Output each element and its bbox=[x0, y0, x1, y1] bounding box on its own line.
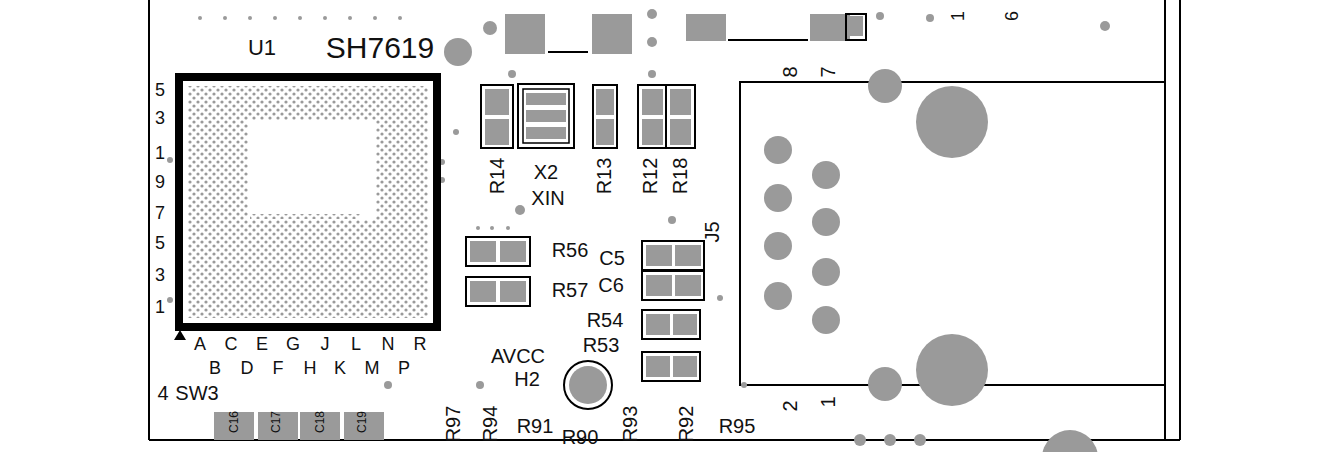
silkscreen-label: 1 bbox=[155, 144, 165, 162]
silkscreen-label: R92 bbox=[676, 406, 696, 443]
reference-designator: U1 bbox=[248, 37, 276, 59]
silkscreen-label: R53 bbox=[583, 335, 620, 355]
silkscreen-label: R91 bbox=[517, 416, 554, 436]
silkscreen-label: 1 bbox=[949, 11, 967, 21]
silkscreen-label: 4 bbox=[157, 383, 168, 403]
silkscreen-label: J bbox=[321, 335, 330, 353]
silkscreen-label: R90 bbox=[562, 427, 599, 447]
silkscreen-label: R56 bbox=[552, 240, 589, 260]
silkscreen-label: R14 bbox=[487, 158, 507, 195]
silkscreen-label: C16 bbox=[228, 411, 240, 433]
silkscreen-label: 8 bbox=[780, 66, 800, 77]
silkscreen-label: C18 bbox=[314, 411, 326, 433]
silkscreen-label: K bbox=[334, 359, 346, 377]
silkscreen-label: A bbox=[194, 335, 206, 353]
part-number: SH7619 bbox=[326, 33, 434, 63]
silkscreen-label: N bbox=[382, 335, 395, 353]
silkscreen-label: R bbox=[414, 335, 427, 353]
bga-chip-outline: U1SH7619 bbox=[175, 73, 441, 331]
silkscreen-label: X2 bbox=[534, 162, 558, 182]
silkscreen-label: 9 bbox=[155, 173, 165, 191]
silkscreen-label: 1 bbox=[155, 298, 165, 316]
silkscreen-label: B bbox=[209, 359, 221, 377]
silkscreen-label: R97 bbox=[443, 406, 463, 443]
silkscreen-label: H bbox=[304, 359, 317, 377]
silkscreen-label: 5 bbox=[155, 234, 165, 252]
silkscreen-label: 5 bbox=[155, 81, 165, 99]
silkscreen-label: G bbox=[286, 335, 300, 353]
silkscreen-label: C17 bbox=[270, 411, 282, 433]
silkscreen-label: J5 bbox=[702, 221, 722, 242]
silkscreen-label: C bbox=[225, 335, 238, 353]
silkscreen-label: E bbox=[256, 335, 268, 353]
silkscreen-label: C5 bbox=[599, 248, 625, 268]
silkscreen-label: L bbox=[351, 335, 361, 353]
silkscreen-label: 7 bbox=[818, 66, 838, 77]
silkscreen-label: SW3 bbox=[175, 383, 218, 403]
silkscreen-label: R13 bbox=[594, 158, 614, 195]
silkscreen-label: XIN bbox=[531, 188, 564, 208]
silkscreen-label: 1 bbox=[818, 396, 838, 407]
silkscreen-label: R18 bbox=[670, 158, 690, 195]
silkscreen-label: C6 bbox=[598, 275, 624, 295]
silkscreen-label: 3 bbox=[155, 109, 165, 127]
silkscreen-label: R95 bbox=[719, 416, 756, 436]
silkscreen-label: D bbox=[241, 359, 254, 377]
silkscreen-label: 2 bbox=[780, 400, 800, 411]
silkscreen-label: P bbox=[398, 359, 410, 377]
silkscreen-label: 6 bbox=[1003, 11, 1021, 21]
silkscreen-label: R57 bbox=[552, 280, 589, 300]
silkscreen-label: R54 bbox=[587, 310, 624, 330]
silkscreen-label: 3 bbox=[155, 266, 165, 284]
silkscreen-label: AVCC bbox=[491, 346, 545, 366]
silkscreen-label: R93 bbox=[620, 406, 640, 443]
silkscreen-label: F bbox=[273, 359, 284, 377]
silkscreen-label: H2 bbox=[514, 369, 540, 389]
silkscreen-label: 7 bbox=[155, 204, 165, 222]
silkscreen-label: R94 bbox=[480, 406, 500, 443]
silkscreen-label: C19 bbox=[356, 411, 368, 433]
silkscreen-label: M bbox=[365, 359, 380, 377]
silkscreen-label: R12 bbox=[640, 158, 660, 195]
